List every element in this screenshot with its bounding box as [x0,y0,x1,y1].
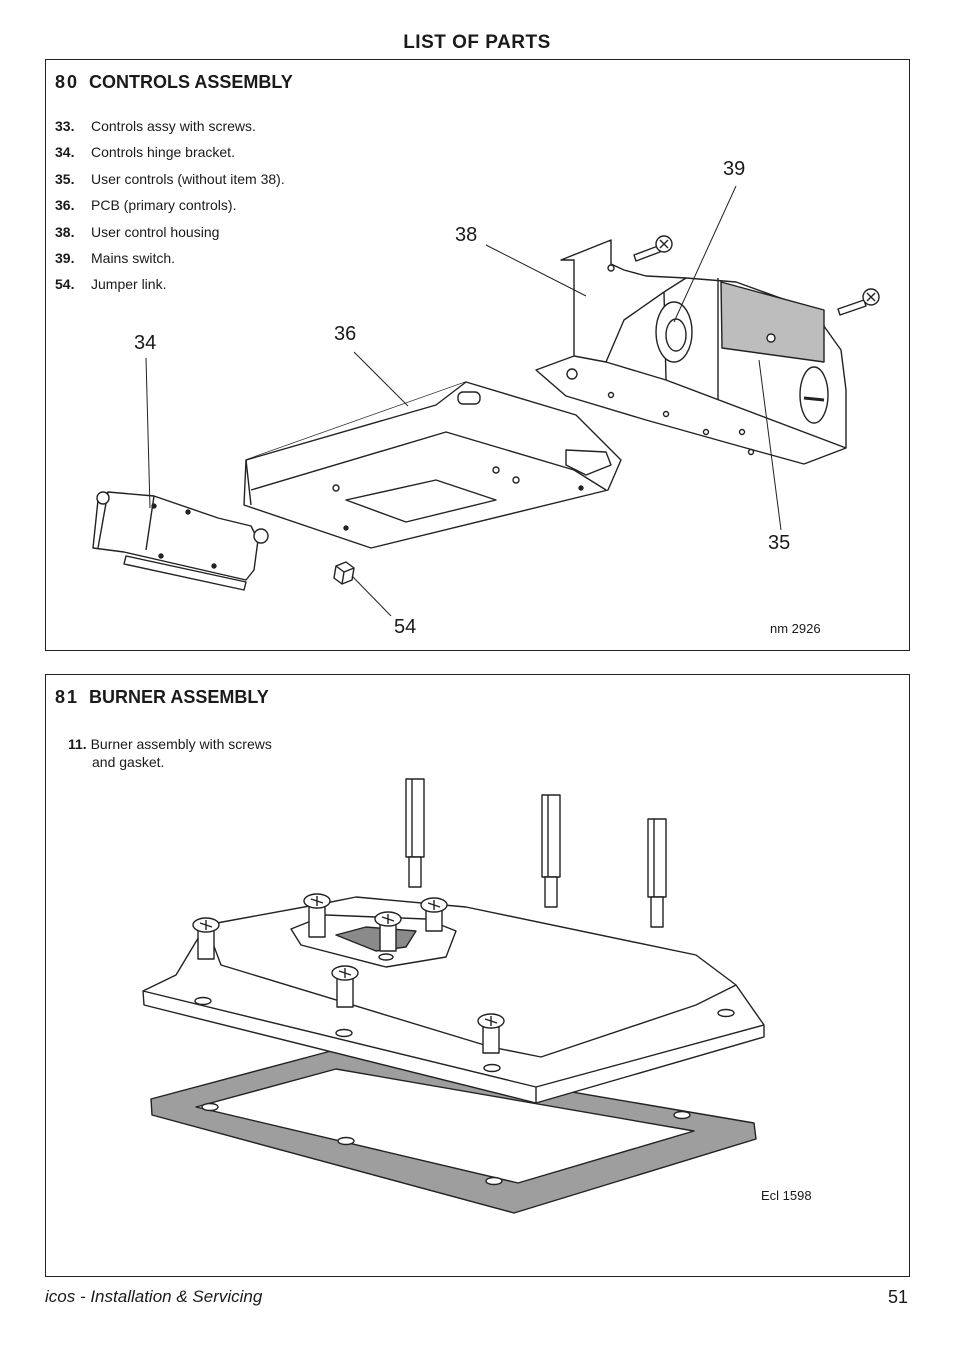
gasket-drawing [150,1050,757,1214]
parts-list-item: 33. Controls assy with screws. [55,118,285,144]
part-description: User control housing [91,223,220,240]
screw-drawing [633,235,673,262]
screw-drawing [420,897,448,932]
part-number: 38. [55,223,75,240]
parts-list-item: 39. Mains switch. [55,250,285,276]
section-title: BURNER ASSEMBLY [89,687,269,707]
callout-54: 54 [394,616,417,638]
part-number: 33. [55,118,75,134]
parts-list-item: 11. Burner assembly with screws [68,735,272,753]
part-number: 34. [55,144,75,161]
parts-list-item: 35. User controls (without item 38). [55,171,285,197]
hex-spacer-drawing [405,778,425,888]
parts-list-item: 36. PCB (primary controls). [55,197,285,223]
part-description: Jumper link. [91,276,167,293]
part-description-continued: and gasket. [92,754,165,770]
part-description: User controls (without item 38). [91,170,285,187]
jumper-link-drawing [333,561,355,585]
parts-list-item: 34. Controls hinge bracket. [55,144,285,170]
screw-drawing [837,288,880,316]
screw-drawing [331,965,359,1008]
section-title: CONTROLS ASSEMBLY [89,72,293,92]
parts-list: 11. Burner assembly with screws and gask… [68,735,272,771]
callout-38: 38 [455,224,478,246]
parts-list: 33. Controls assy with screws. 34. Control… [55,118,285,303]
screw-drawing [374,911,402,952]
callout-34: 34 [134,332,157,354]
pcb-tray-drawing [243,381,622,549]
controls-assembly-section: 80 CONTROLS ASSEMBLY 33. Controls assy wit… [45,59,910,651]
screw-drawing [477,1013,505,1054]
part-number: 54. [55,276,75,293]
screw-drawing [192,917,220,960]
callout-36: 36 [334,323,357,345]
leader-lines [145,185,782,617]
footer-document-title: icos - Installation & Servicing [45,1287,263,1306]
parts-list-item: 38. User control housing [55,224,285,250]
section-heading: 80 CONTROLS ASSEMBLY [55,72,293,93]
part-description: Controls hinge bracket. [91,144,235,161]
burner-assembly-drawing [142,778,765,1214]
page-title: LIST OF PARTS [403,32,551,53]
controls-assembly-drawing [92,185,880,617]
hex-spacer-drawing [541,794,561,908]
drawing-reference: Ecl 1598 [761,1188,812,1203]
user-controls-housing-drawing [535,239,847,465]
callout-35: 35 [768,532,791,554]
part-description: Mains switch. [91,249,176,266]
section-heading: 81 BURNER ASSEMBLY [55,687,269,708]
part-number: 39. [55,249,75,266]
part-description: Burner assembly with screws [90,736,272,752]
part-number: 35. [55,170,75,187]
burner-assembly-section: 81 BURNER ASSEMBLY 11. Burner assembly wi… [45,674,910,1277]
page-number: 51 [887,1287,908,1307]
screw-drawing [303,893,331,938]
hex-spacer-drawing [647,818,667,928]
section-number: 81 [55,687,80,707]
part-description: Controls assy with screws. [91,118,256,134]
part-number: 36. [55,197,75,214]
burner-plate-drawing [142,896,765,1104]
hinge-bracket-drawing [92,491,269,591]
part-description: PCB (primary controls). [91,197,237,214]
drawing-reference: nm 2926 [770,621,821,636]
callout-39: 39 [723,158,746,180]
part-number: 11. [68,736,87,752]
section-number: 80 [55,72,80,92]
parts-list-item: 54. Jumper link. [55,276,285,302]
